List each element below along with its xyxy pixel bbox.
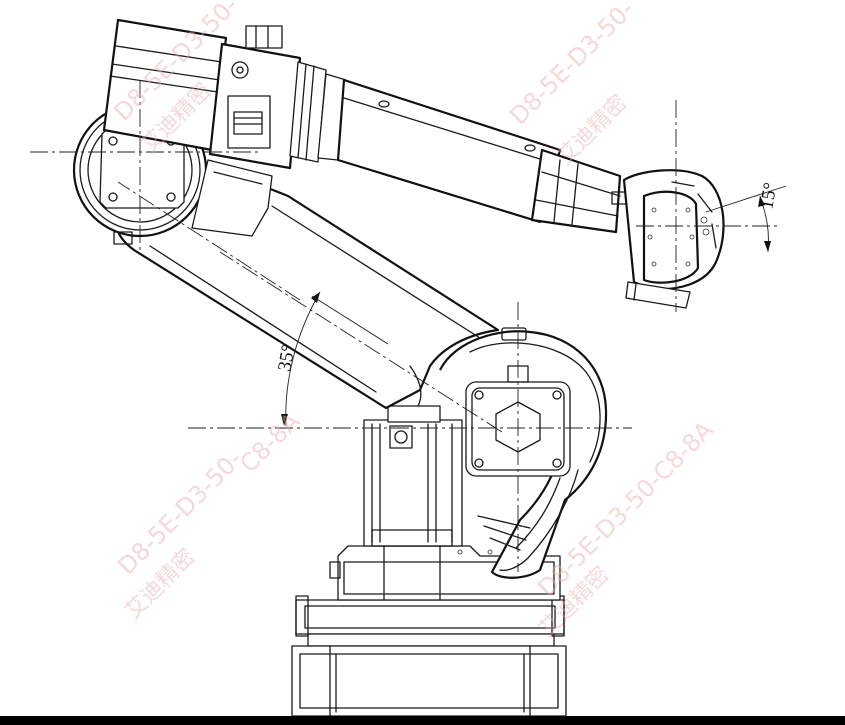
upper-arm xyxy=(102,18,627,234)
angle-label-35: 35° xyxy=(274,343,299,373)
watermark-code: C8-8A xyxy=(234,407,305,478)
watermark-cn: 艾迪精密 xyxy=(553,90,633,170)
center-lines xyxy=(30,80,780,572)
wrist-flange xyxy=(622,169,725,309)
base-motor xyxy=(363,405,463,547)
angle-dimension-15: 15° xyxy=(705,181,787,253)
angle-label-15: 15° xyxy=(756,181,781,211)
bottom-border-bar xyxy=(0,716,845,725)
robot-base xyxy=(291,595,567,717)
angle-dimension-35: 35° xyxy=(274,291,389,427)
